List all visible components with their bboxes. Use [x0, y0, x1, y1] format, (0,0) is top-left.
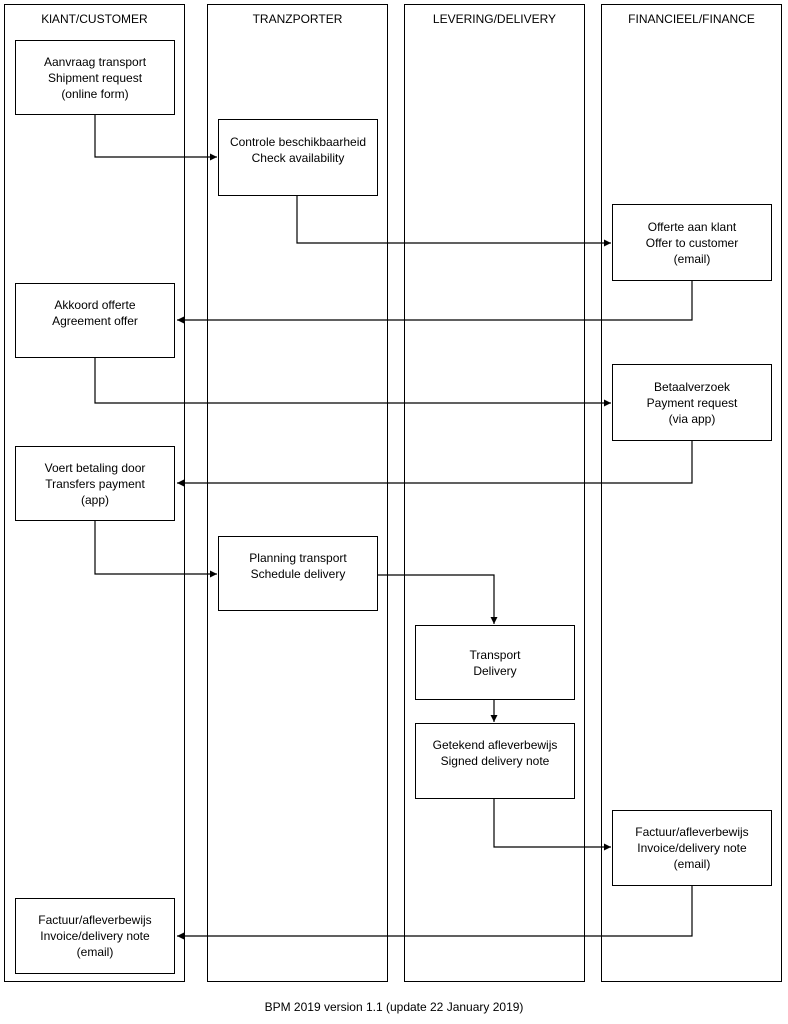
step-shipment-request-line-3: (online form)	[61, 86, 129, 101]
step-transfers-payment-line-2: Transfers payment	[45, 476, 145, 491]
lane-title-customer: KlANT/CUSTOMER	[41, 12, 148, 26]
step-transfers-payment-line-3: (app)	[80, 492, 109, 507]
step-offer-to-customer: Offerte aan klant Offer to customer (ema…	[612, 204, 772, 281]
step-invoice-customer-line-3: (email)	[76, 945, 114, 959]
step-agreement-offer-line-2: Agreement offer	[52, 313, 138, 328]
step-shipment-request-line-1: Aanvraag transport	[43, 54, 147, 69]
step-invoice-customer-line-1: Factuur/afleverbewijs	[38, 913, 152, 927]
step-invoice-finance: Factuur/afleverbewijs Invoice/delivery n…	[612, 810, 772, 886]
lane-finance: FINANCIEEL/FINANCE	[601, 4, 782, 982]
lane-delivery: LEVERING/DELIVERY	[404, 4, 585, 982]
step-signed-delivery-note-line-2: Signed delivery note	[440, 754, 550, 768]
step-invoice-finance-line-1: Factuur/afleverbewijs	[635, 825, 749, 839]
step-check-availability: Controle beschikbaarheid Check availabil…	[218, 119, 378, 196]
step-transport-delivery: Transport Delivery	[415, 625, 575, 700]
step-invoice-customer: Factuur/afleverbewijs Invoice/delivery n…	[15, 898, 175, 974]
flow-transfers-payment-to-schedule-delivery	[94, 521, 217, 578]
step-payment-request: Betaalverzoek Payment request (via app)	[612, 364, 772, 441]
step-invoice-customer-line-2: Invoice/delivery note	[40, 929, 150, 943]
lane-title-finance: FINANCIEEL/FINANCE	[628, 12, 755, 26]
step-payment-request-line-2: Payment request	[646, 395, 738, 410]
step-schedule-delivery-line-2: Schedule delivery	[250, 566, 346, 581]
flow-payment-request-to-transfers-payment	[177, 441, 693, 487]
step-schedule-delivery-line-1: Planning transport	[249, 550, 347, 565]
step-invoice-finance-line-3: (email)	[673, 857, 711, 871]
step-payment-request-line-3: (via app)	[668, 411, 716, 426]
flow-shipment-request-to-check-availability	[94, 115, 217, 161]
step-invoice-finance-line-2: Invoice/delivery note	[637, 841, 747, 855]
step-transfers-payment: Voert betaling door Transfers payment (a…	[15, 446, 175, 521]
flow-invoice-finance-to-invoice-customer	[177, 886, 693, 940]
step-check-availability-line-1: Controle beschikbaarheid	[229, 134, 367, 149]
lane-tranzporter: TRANZPORTER	[207, 4, 388, 982]
step-check-availability-line-2: Check availability	[251, 150, 345, 165]
step-shipment-request: Aanvraag transport Shipment request (onl…	[15, 40, 175, 115]
step-agreement-offer: Akkoord offerte Agreement offer	[15, 283, 175, 358]
flow-check-availability-to-offer-to-customer	[296, 196, 611, 247]
step-schedule-delivery: Planning transport Schedule delivery	[218, 536, 378, 611]
footer-version-note: BPM 2019 version 1.1 (update 22 January …	[264, 1000, 524, 1014]
lane-customer: KlANT/CUSTOMER	[4, 4, 185, 982]
step-agreement-offer-line-1: Akkoord offerte	[54, 297, 136, 312]
step-signed-delivery-note: Getekend afleverbewijs Signed delivery n…	[415, 723, 575, 799]
lane-title-tranzporter: TRANZPORTER	[252, 12, 343, 26]
flow-signed-delivery-note-to-invoice-finance	[493, 799, 611, 851]
step-payment-request-line-1: Betaalverzoek	[653, 379, 731, 394]
step-shipment-request-line-2: Shipment request	[47, 70, 143, 85]
flow-schedule-delivery-to-transport-delivery	[378, 574, 498, 624]
step-offer-to-customer-line-1: Offerte aan klant	[647, 219, 737, 234]
lane-title-delivery: LEVERING/DELIVERY	[432, 12, 557, 26]
flow-offer-to-customer-to-agreement-offer	[177, 281, 693, 324]
flow-agreement-offer-to-payment-request	[94, 358, 611, 407]
step-offer-to-customer-line-3: (email)	[673, 251, 711, 266]
step-offer-to-customer-line-2: Offer to customer	[645, 235, 739, 250]
step-signed-delivery-note-line-1: Getekend afleverbewijs	[432, 738, 558, 752]
step-transport-delivery-line-2: Delivery	[473, 663, 517, 678]
step-transport-delivery-line-1: Transport	[469, 647, 521, 662]
step-transfers-payment-line-1: Voert betaling door	[44, 460, 146, 475]
